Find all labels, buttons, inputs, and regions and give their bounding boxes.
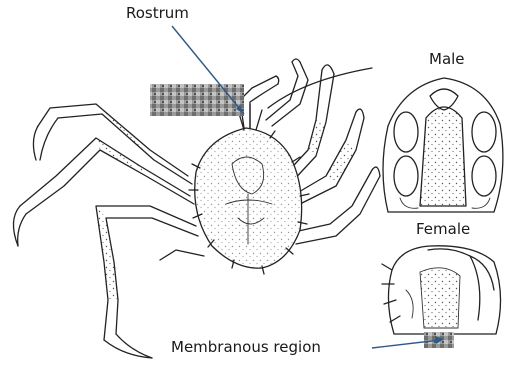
left-walking-legs: [13, 104, 204, 358]
male-label: Male: [429, 52, 465, 67]
female-label: Female: [416, 222, 470, 237]
rostrum-label: Rostrum: [126, 6, 189, 21]
membranous-region-label: Membranous region: [171, 340, 321, 355]
carapace: [189, 104, 309, 274]
redacted-region-top: [150, 84, 244, 116]
male-abdomen-illustration: [383, 78, 503, 212]
female-abdomen-illustration: [382, 246, 501, 334]
